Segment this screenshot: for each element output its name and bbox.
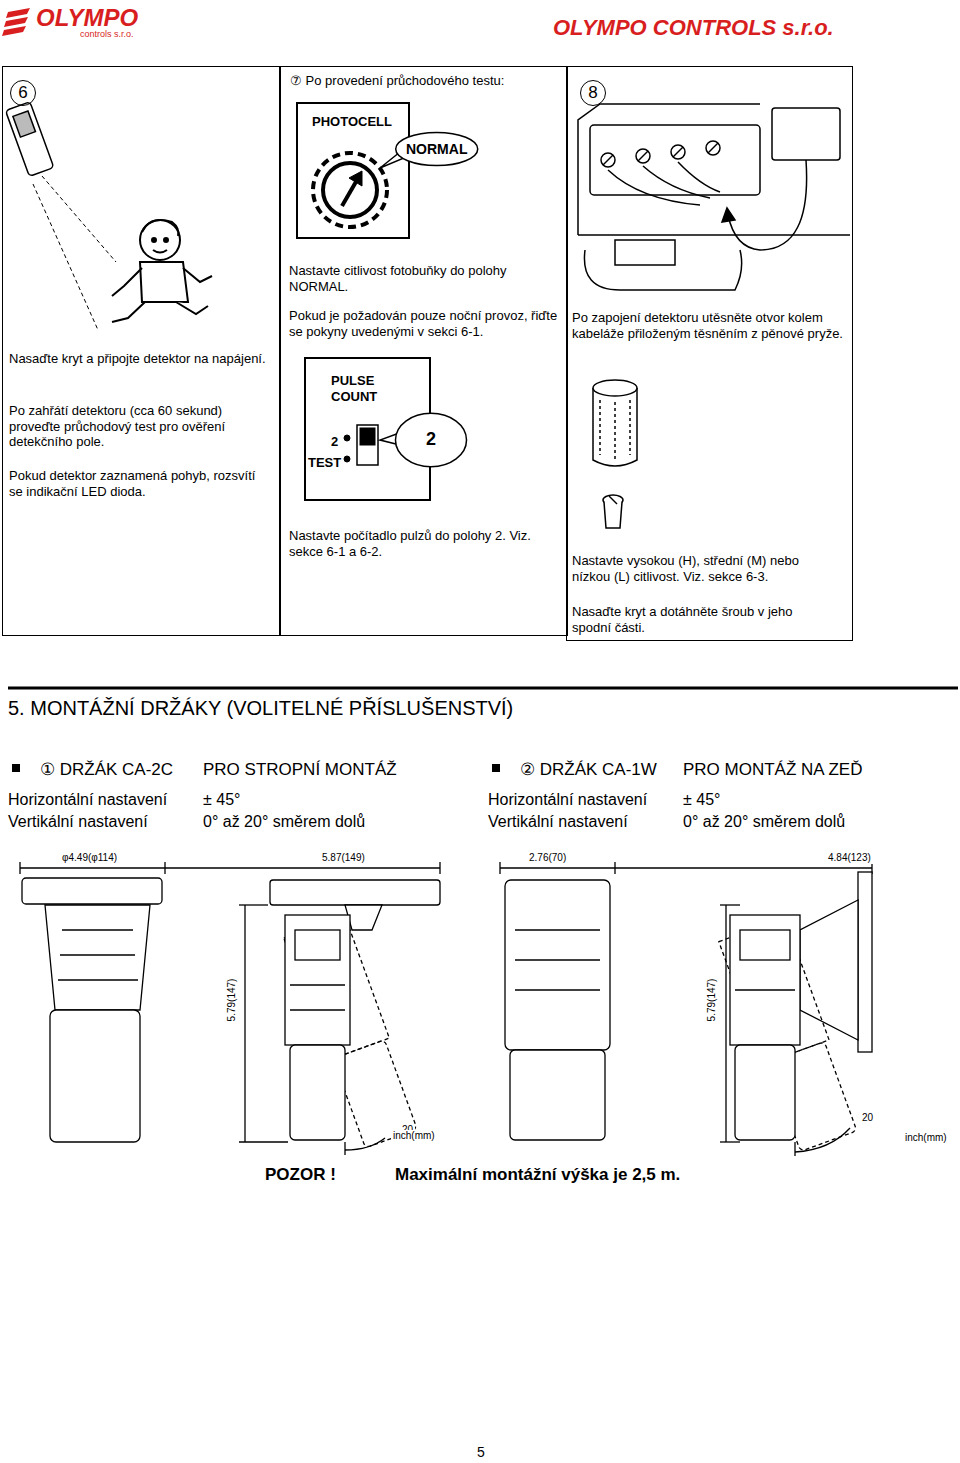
spec-name: Horizontální nastavení [488,790,647,809]
spec-name: Vertikální nastavení [8,812,148,831]
detector-body [5,102,53,177]
instruction-text: Po zapojení detektoru utěsněte otvor kol… [572,310,847,341]
instruction-panel: ⑦ Po provedení průchodového testu: Nastav… [279,66,568,636]
spec-name: Horizontální nastavení [8,790,167,809]
warning-text: Maximální montážní výška je 2,5 m. [395,1165,680,1185]
bracket-name: ② DRŽÁK CA-1W [520,760,657,780]
dimension: 4.84(123) [826,852,873,864]
dimension: 5.87(149) [320,852,367,864]
step-number-text: 8 [588,83,597,103]
instruction-text: Po zahřátí detektoru (cca 60 sekund) pro… [9,403,271,450]
bracket-purpose: PRO STROPNÍ MONTÁŽ [203,760,397,780]
detection-ray [33,184,98,330]
page-number: 5 [477,1444,485,1461]
warning-label: POZOR ! [265,1165,336,1185]
unit-note: inch(mm) [903,1132,949,1144]
instruction-text: Nastavte počítadlo pulzů do polohy 2. Vi… [289,528,549,559]
dimension: 2.76(70) [527,852,568,864]
spec-value: ± 45° [683,790,720,809]
step-number: 6 [10,80,36,106]
bracket-name: ① DRŽÁK CA-2C [40,760,173,780]
logo-stripe [6,8,30,18]
photocell-switch-panel: PHOTOCELL [296,102,410,239]
dimension: φ4.49(φ114) [60,852,119,864]
step-number: 8 [580,80,606,106]
dimension: 5.79(147) [706,977,718,1024]
logo-stripe [2,26,26,36]
sensitivity-potentiometer [593,380,637,528]
switch-label: PULSE COUNT [331,373,386,404]
instruction-panel: Nasaďte kryt a připojte detektor na napá… [2,66,281,636]
logo-text: OLYMPO [36,4,138,33]
company-name: OLYMPO CONTROLS s.r.o. [553,15,834,41]
section-rule [8,688,958,689]
switch-label: 2 [331,434,338,450]
instruction-text: Pokud detektor zaznamená pohyb, rozsvítí… [9,468,271,499]
setting-callout: NORMAL [394,131,479,167]
step-number-text: 6 [18,83,27,103]
photocell-dial [313,152,404,227]
section-heading: 5. MONTÁŽNÍ DRŽÁKY (VOLITELNÉ PŘÍSLUŠENS… [8,696,513,720]
dimension: 5.79(147) [226,977,238,1024]
instruction-text: Nasaďte kryt a připojte detektor na napá… [9,351,271,367]
spec-value: ± 45° [203,790,240,809]
instruction-text: Nastavte citlivost fotobuňky do polohy N… [289,263,544,294]
wall-bracket-drawing [500,862,872,1156]
detector-illustration [5,102,116,330]
ceiling-bracket-drawing [20,862,440,1155]
switch-label: PHOTOCELL [312,114,392,130]
instruction-text: ⑦ Po provedení průchodového testu: [290,73,560,89]
bubble-outline [396,132,478,165]
callout-text: 2 [426,429,436,451]
logo-subtext: controls s.r.o. [80,29,134,40]
instruction-text: Nasaďte kryt a dotáhněte šroub v jeho sp… [572,604,827,635]
instruction-panel: Po zapojení detektoru utěsněte otvor kol… [566,66,853,641]
spec-value: 0° až 20° směrem dolů [203,812,365,831]
logo-stripe [4,17,28,27]
unit-note: inch(mm) [391,1130,437,1142]
logo-mark [2,8,30,36]
angle-dimension: 20 [860,1112,875,1124]
detection-ray [42,176,116,262]
spec-value: 0° až 20° směrem dolů [683,812,845,831]
spec-name: Vertikální nastavení [488,812,628,831]
bubble-outline [395,413,466,466]
switch-label: TEST [308,455,341,471]
walking-man [112,220,212,322]
bracket-purpose: PRO MONTÁŽ NA ZEĎ [683,760,862,780]
pulse-count-switch [344,425,404,465]
terminal-block-illustration [578,104,850,290]
callout-text: NORMAL [406,141,467,158]
setting-callout: 2 [394,411,468,469]
instruction-text: Pokud je požadován pouze noční provoz, ř… [289,308,561,339]
instruction-text: Nastavte vysokou (H), střední (M) nebo n… [572,553,827,584]
